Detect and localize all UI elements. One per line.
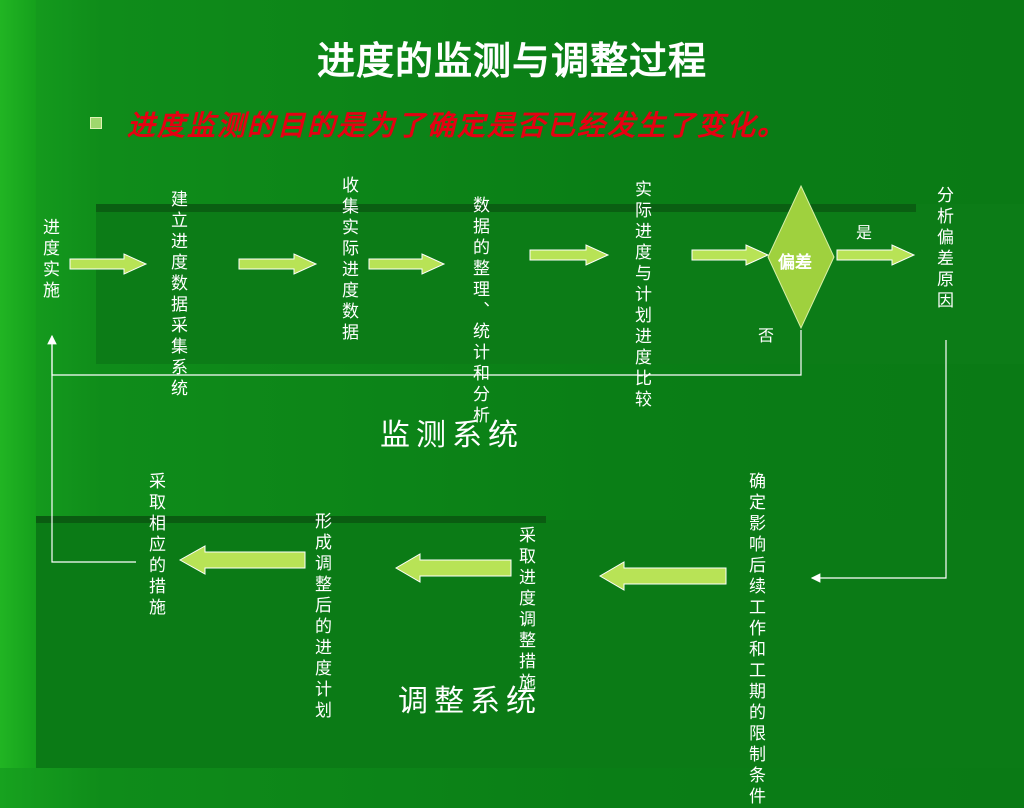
arrow-adj-1 bbox=[599, 561, 727, 591]
measure-feedback-line bbox=[51, 336, 136, 563]
deviation-label: 偏差 bbox=[778, 253, 812, 273]
flow-diagram bbox=[47, 184, 947, 591]
bullet-icon bbox=[90, 117, 102, 129]
background-strip bbox=[0, 0, 36, 768]
arrow-adj-2 bbox=[395, 553, 512, 583]
node-analyze-cause: 分析偏差原因 bbox=[933, 186, 953, 312]
arrow-3 bbox=[368, 253, 446, 275]
cause-to-adjust-line bbox=[810, 340, 947, 583]
no-label: 否 bbox=[755, 327, 774, 343]
node-adjusted-plan: 形成调整后的进度计划 bbox=[311, 512, 331, 722]
node-collect-actual-data: 收集实际进度数据 bbox=[338, 176, 358, 344]
node-build-collection-system: 建立进度数据采集系统 bbox=[167, 190, 187, 400]
deviation-diamond bbox=[767, 184, 835, 330]
arrow-2 bbox=[238, 253, 318, 275]
node-take-measures: 采取相应的措施 bbox=[145, 472, 165, 619]
arrow-5 bbox=[691, 244, 770, 266]
arrow-1 bbox=[69, 253, 148, 275]
node-compare-plan: 实际进度与计划进度比较 bbox=[631, 180, 651, 411]
node-limit-conditions: 确定影响后续工作和工期的限制条件 bbox=[745, 472, 765, 808]
panel-edge bbox=[36, 516, 546, 523]
adjust-system-label: 调整系统 bbox=[398, 684, 542, 719]
arrow-4 bbox=[529, 244, 610, 266]
arrow-yes bbox=[836, 244, 916, 266]
monitor-system-label: 监测系统 bbox=[380, 418, 524, 453]
arrow-adj-3 bbox=[178, 545, 306, 575]
page-title: 进度的监测与调整过程 bbox=[316, 38, 707, 83]
yes-label: 是 bbox=[853, 224, 872, 240]
panel-edge bbox=[96, 204, 916, 212]
monitor-panel bbox=[96, 204, 1024, 364]
node-adjust-measures: 采取进度调整措施 bbox=[515, 526, 535, 694]
node-progress-implementation: 进度实施 bbox=[39, 218, 59, 302]
subtitle: 进度监测的目的是为了确定是否已经发生了变化。 bbox=[127, 109, 788, 142]
node-data-analysis: 数据的整理、统计和分析 bbox=[469, 196, 489, 427]
